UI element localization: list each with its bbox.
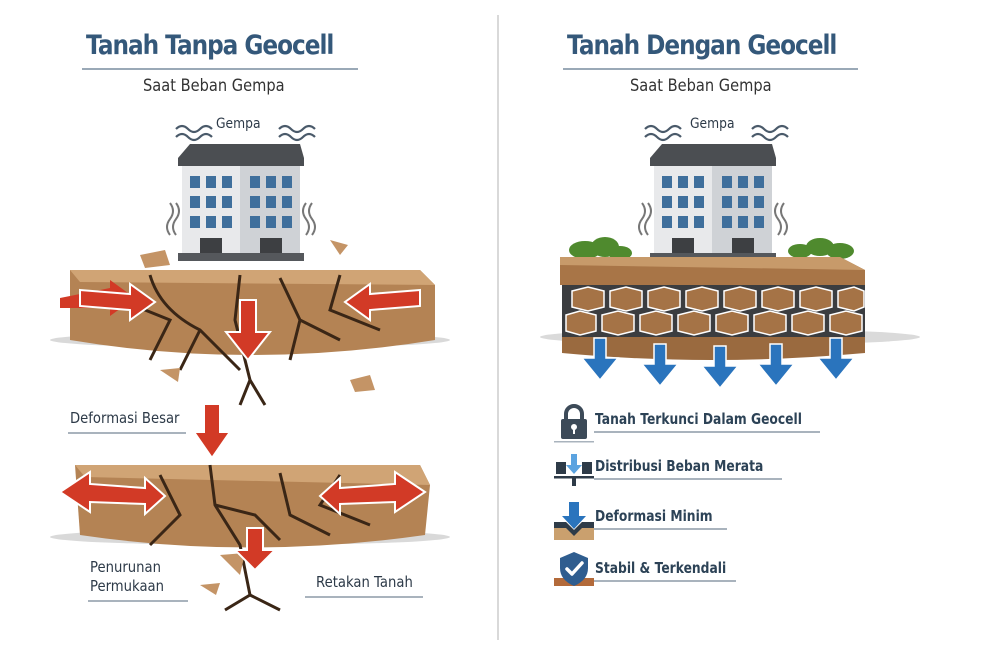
- geocell-soil-block: [540, 237, 920, 360]
- left-subtitle: Saat Beban Gempa: [143, 76, 285, 96]
- left-panel: Tanah Tanpa Geocell Saat Beban Gempa Gem…: [0, 0, 497, 667]
- right-quake-label: Gempa: [690, 116, 735, 132]
- label-surface-settlement-line: [88, 600, 188, 602]
- panel-divider: [497, 15, 499, 640]
- right-panel: Tanah Dengan Geocell Saat Beban Gempa Ge…: [500, 0, 1000, 667]
- right-wave-icon-left: [644, 124, 682, 142]
- load-distribution-icon: [554, 454, 594, 486]
- shield-check-icon: [554, 552, 594, 586]
- feature-label: Stabil & Terkendali: [595, 559, 727, 577]
- minimal-deformation-icon: [554, 502, 594, 540]
- feature-label: Distribusi Beban Merata: [595, 457, 764, 475]
- label-surface-settlement-1: Penurunan: [90, 558, 161, 576]
- feature-underline: [594, 528, 727, 530]
- feature-list: Tanah Terkunci Dalam Geocell Distribusi …: [550, 400, 880, 590]
- lower-tension-arrows: [58, 470, 427, 572]
- upper-compression-arrows: [60, 280, 421, 362]
- right-subtitle: Saat Beban Gempa: [630, 76, 772, 96]
- left-title: Tanah Tanpa Geocell: [86, 30, 334, 61]
- left-quake-label: Gempa: [216, 116, 261, 132]
- left-title-rule: [82, 68, 358, 70]
- feature-item-load-distribution: Distribusi Beban Merata: [550, 450, 880, 492]
- feature-item-minimal-deformation: Deformasi Minim: [550, 500, 880, 542]
- left-building-icon: [166, 144, 316, 261]
- label-soil-cracks: Retakan Tanah: [316, 573, 413, 591]
- label-large-deformation: Deformasi Besar: [70, 409, 180, 427]
- lock-icon: [554, 404, 594, 443]
- feature-label: Deformasi Minim: [595, 507, 713, 525]
- feature-underline: [594, 478, 782, 480]
- right-title: Tanah Dengan Geocell: [567, 30, 837, 61]
- right-building-icon: [638, 144, 788, 261]
- right-wave-icon-right: [751, 124, 789, 142]
- feature-underline: [594, 580, 736, 582]
- right-title-rule: [563, 68, 858, 70]
- lower-cracked-soil: [50, 464, 450, 612]
- left-wave-icon-left: [175, 124, 213, 142]
- feature-item-locked-soil: Tanah Terkunci Dalam Geocell: [550, 400, 880, 443]
- center-down-arrow-icon: [192, 403, 232, 460]
- label-large-deformation-line: [68, 432, 186, 434]
- left-wave-icon-right: [278, 124, 316, 142]
- feature-item-stable: Stabil & Terkendali: [550, 548, 880, 592]
- load-distribution-arrows: [580, 337, 856, 390]
- feature-underline: [594, 431, 820, 433]
- feature-label: Tanah Terkunci Dalam Geocell: [595, 410, 802, 428]
- label-surface-settlement-2: Permukaan: [90, 577, 164, 595]
- label-soil-cracks-line: [305, 596, 423, 598]
